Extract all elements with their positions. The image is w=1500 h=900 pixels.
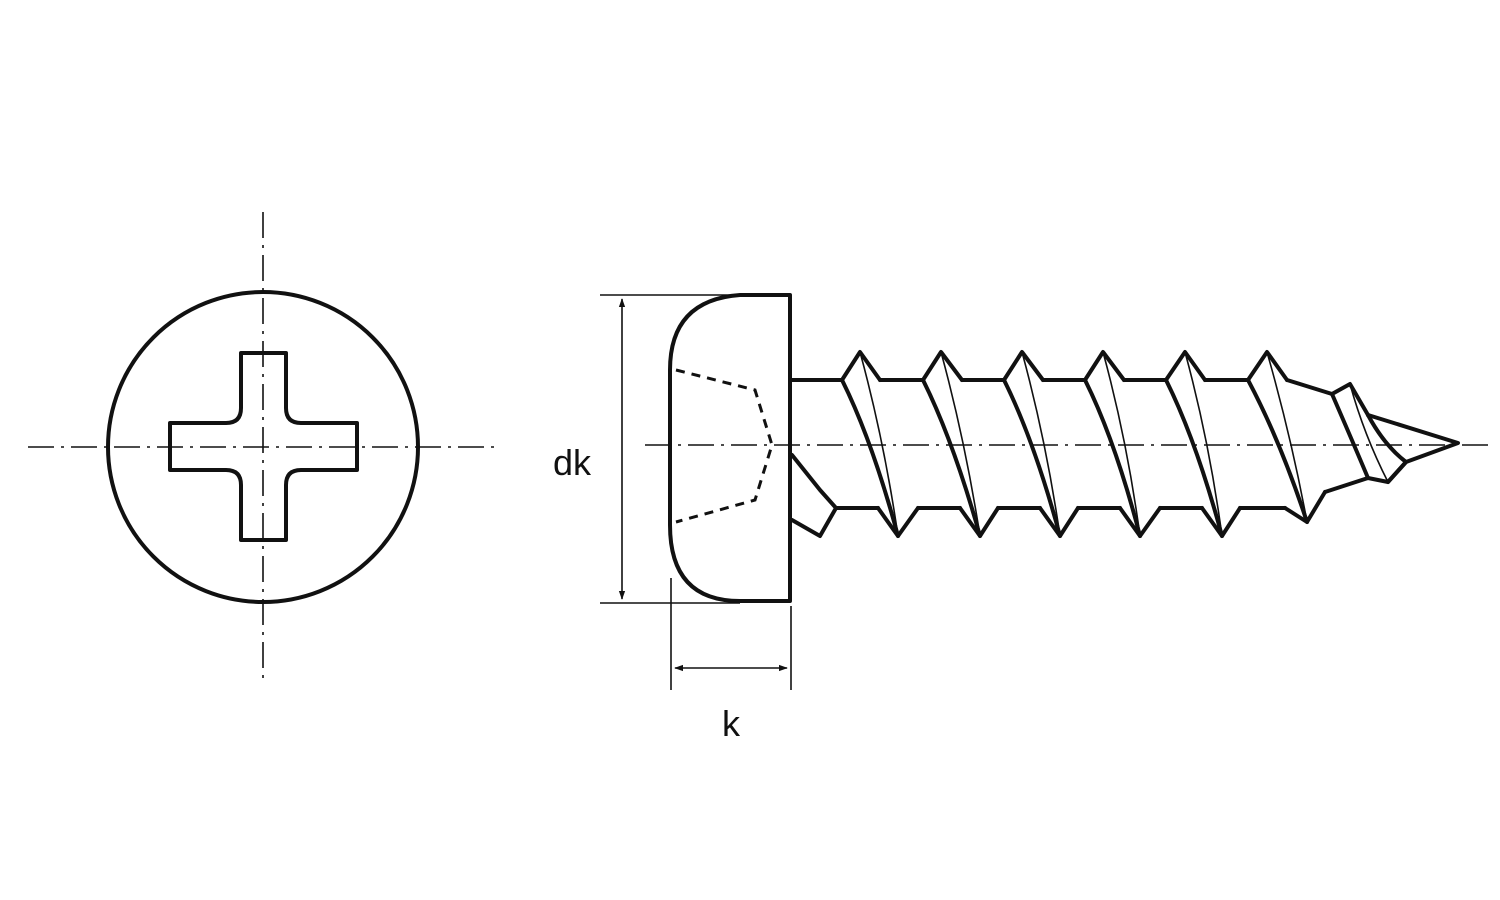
k-label: k xyxy=(722,703,741,744)
head-outline-circle xyxy=(106,290,420,604)
dimension-dk: dk xyxy=(553,294,740,604)
pan-head-outline xyxy=(668,293,792,603)
dk-label: dk xyxy=(553,442,592,483)
shank-edges xyxy=(790,378,1370,510)
thread-flanks xyxy=(840,351,1408,538)
side-view xyxy=(645,293,1495,603)
dimension-k: k xyxy=(670,578,792,744)
recess-hidden-line xyxy=(675,368,774,524)
phillips-cross-icon xyxy=(168,351,359,542)
screw-tip xyxy=(1366,413,1460,484)
top-view xyxy=(28,212,500,685)
